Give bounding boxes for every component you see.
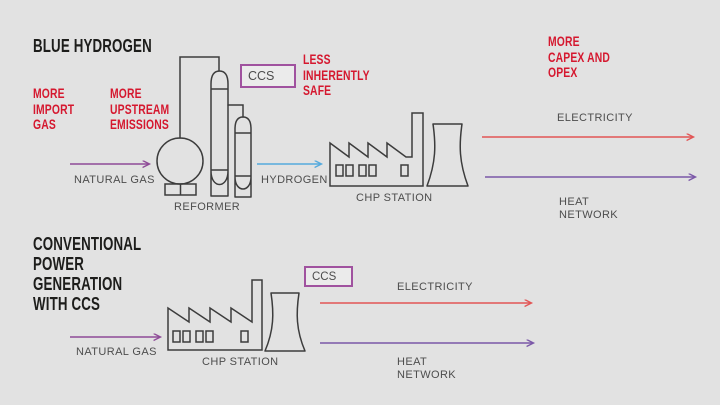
annotation-more-capex-opex: MORE CAPEX AND OPEX bbox=[548, 33, 610, 80]
electricity-label-bottom: ELECTRICITY bbox=[397, 281, 473, 293]
electricity-label-top: ELECTRICITY bbox=[557, 112, 633, 124]
reformer-icon bbox=[156, 56, 252, 198]
chp-station-label-top: CHP STATION bbox=[356, 192, 433, 204]
natural-gas-label-top: NATURAL GAS bbox=[74, 174, 155, 186]
chp-station-label-bottom: CHP STATION bbox=[202, 356, 279, 368]
ccs-box-top-label: CCS bbox=[248, 69, 275, 83]
annotation-less-inherently-safe: LESS INHERENTLY SAFE bbox=[303, 51, 370, 98]
ccs-box-bottom-label: CCS bbox=[312, 270, 337, 283]
reformer-label: REFORMER bbox=[174, 201, 241, 213]
chp-station-icon-bottom bbox=[167, 279, 306, 352]
natural-gas-label-bottom: NATURAL GAS bbox=[76, 346, 157, 358]
ccs-box-bottom: CCS bbox=[304, 266, 353, 287]
hydrogen-label: HYDROGEN bbox=[261, 174, 328, 186]
section-title-blue-hydrogen: BLUE HYDROGEN bbox=[33, 36, 152, 56]
heat-network-label-bottom: HEAT NETWORK bbox=[397, 356, 457, 381]
ccs-box-top: CCS bbox=[240, 64, 296, 88]
chp-station-icon-top bbox=[329, 112, 469, 187]
annotation-more-upstream-emissions: MORE UPSTREAM EMISSIONS bbox=[110, 85, 170, 132]
section-title-conventional: CONVENTIONAL POWER GENERATION WITH CCS bbox=[33, 234, 142, 314]
annotation-more-import-gas: MORE IMPORT GAS bbox=[33, 85, 75, 132]
heat-network-label-top: HEAT NETWORK bbox=[559, 196, 619, 221]
